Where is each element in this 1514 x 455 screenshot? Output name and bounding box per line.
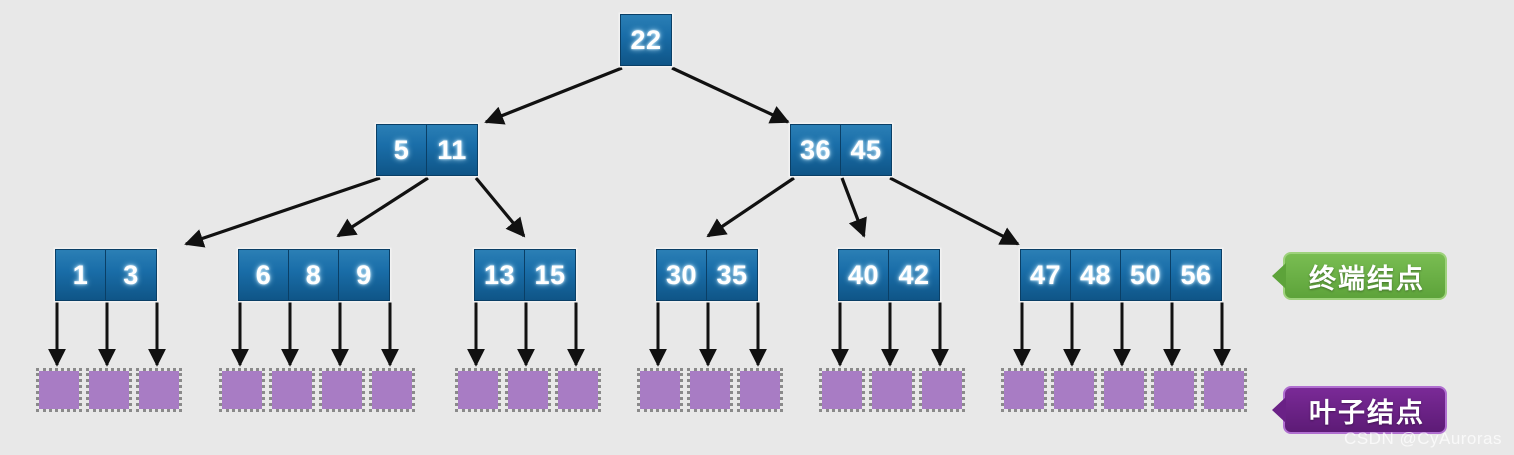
leaf-block <box>319 368 365 412</box>
terminal-node-5[interactable]: 40 42 <box>838 249 940 301</box>
terminal-node-6[interactable]: 47 48 50 56 <box>1020 249 1222 301</box>
leaf-block <box>919 368 965 412</box>
internal-node-right[interactable]: 36 45 <box>790 124 892 176</box>
leaf-block <box>36 368 82 412</box>
key-cell: 56 <box>1180 259 1212 290</box>
leaf-block <box>687 368 733 412</box>
terminal-node-4[interactable]: 30 35 <box>656 249 758 301</box>
key-cell: 42 <box>898 259 930 290</box>
leaf-block <box>219 368 265 412</box>
leaf-block <box>1101 368 1147 412</box>
leaf-block <box>505 368 551 412</box>
key-cell: 48 <box>1071 250 1121 300</box>
leaf-block <box>1051 368 1097 412</box>
terminal-node-3[interactable]: 13 15 <box>474 249 576 301</box>
leaf-block <box>269 368 315 412</box>
label-terminal-node: 终端结点 <box>1283 252 1447 300</box>
watermark: CSDN @CyAuroras <box>1344 429 1502 448</box>
internal-node-left[interactable]: 5 11 <box>376 124 478 176</box>
key-cell: 3 <box>123 259 139 290</box>
label-leaf-node: 叶子结点 <box>1283 386 1447 434</box>
leaf-block <box>86 368 132 412</box>
leaf-block <box>1151 368 1197 412</box>
key-cell: 1 <box>56 250 106 300</box>
key-cell: 15 <box>534 259 566 290</box>
leaf-block <box>1201 368 1247 412</box>
key-cell: 9 <box>356 259 372 290</box>
label-terminal-node-text: 终端结点 <box>1309 263 1425 294</box>
key-cell: 40 <box>839 250 889 300</box>
key-cell: 13 <box>475 250 525 300</box>
leaf-block <box>869 368 915 412</box>
key-cell: 35 <box>716 259 748 290</box>
key-cell: 11 <box>437 134 467 165</box>
leaf-block <box>455 368 501 412</box>
leaf-block <box>1001 368 1047 412</box>
key-cell: 50 <box>1121 250 1171 300</box>
label-leaf-node-text: 叶子结点 <box>1309 397 1425 428</box>
leaf-block <box>369 368 415 412</box>
terminal-node-2[interactable]: 6 8 9 <box>238 249 390 301</box>
leaf-block <box>637 368 683 412</box>
leaf-block <box>819 368 865 412</box>
key-cell: 36 <box>791 125 841 175</box>
key-cell: 22 <box>630 24 662 55</box>
leaf-block <box>136 368 182 412</box>
leaf-block <box>737 368 783 412</box>
key-cell: 45 <box>850 134 882 165</box>
terminal-node-1[interactable]: 1 3 <box>55 249 157 301</box>
key-cell: 6 <box>239 250 289 300</box>
key-cell: 47 <box>1021 250 1071 300</box>
root-node[interactable]: 22 <box>620 14 672 66</box>
key-cell: 5 <box>377 125 427 175</box>
key-cell: 8 <box>289 250 339 300</box>
leaf-block <box>555 368 601 412</box>
key-cell: 30 <box>657 250 707 300</box>
